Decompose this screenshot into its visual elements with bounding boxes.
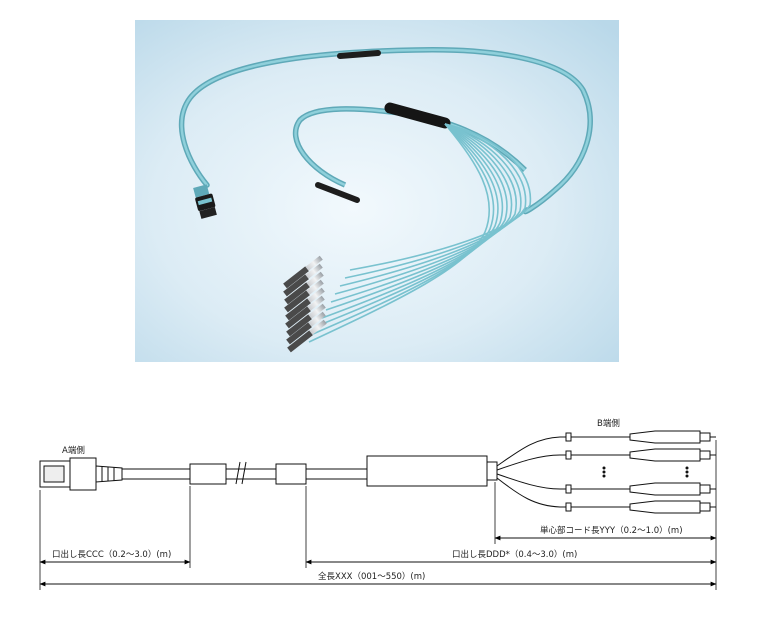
dimension-drawing: A端側 B端側 <box>39 418 717 590</box>
a-end-connector <box>39 457 123 491</box>
lc-connector-array <box>283 255 327 353</box>
end-a-label: A端側 <box>62 445 85 456</box>
dim-label-yyy: 単心部コード長YYY（0.2～1.0）(m) <box>540 525 683 536</box>
extension-lines <box>39 440 717 590</box>
trunk-cable-drawing <box>122 461 367 485</box>
end-b-label: B端側 <box>597 418 620 429</box>
b-end-connectors <box>629 430 716 514</box>
mpo-connector <box>193 184 217 219</box>
heat-shrink-sleeve-lower <box>315 182 360 203</box>
heat-shrink-a <box>189 463 227 485</box>
dim-label-ddd: 口出し長DDD*（0.4～3.0）(m) <box>452 549 577 560</box>
product-photo <box>135 20 619 362</box>
ellipsis-dots <box>602 466 689 478</box>
fan-out-branches <box>496 432 630 512</box>
breakout-body <box>366 455 488 487</box>
dim-label-total: 全長XXX（001～550）(m) <box>318 571 425 582</box>
fan-out-fibers <box>308 123 532 343</box>
heat-shrink-sleeve-upper <box>337 50 381 59</box>
heat-shrink-b <box>275 463 307 485</box>
dim-label-ccc: 口出し長CCC（0.2～3.0）(m) <box>52 549 171 560</box>
fan-out-breakout <box>384 102 451 129</box>
